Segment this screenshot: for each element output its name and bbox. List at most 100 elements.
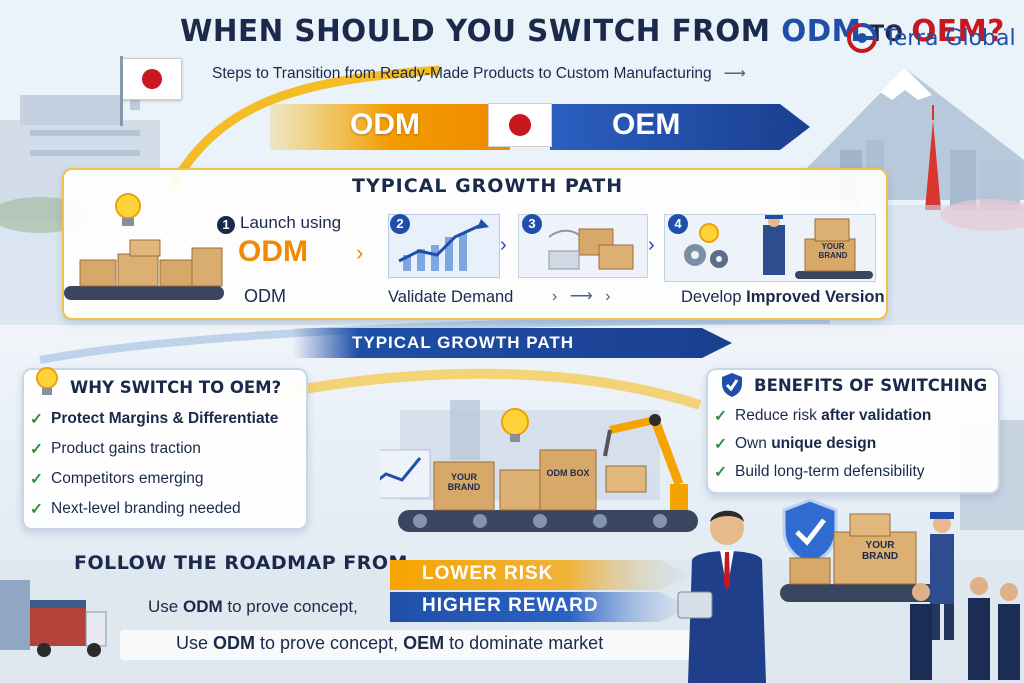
benefit-item: ✓ Build long-term defensibility: [714, 458, 996, 486]
page-subtitle: Steps to Transition from Ready-Made Prod…: [212, 64, 746, 83]
arrow-icon: ›: [648, 234, 655, 256]
why-switch-list: ✓ Protect Margins & Differentiate ✓ Prod…: [30, 404, 302, 524]
arrow-icon: ›: [356, 240, 364, 265]
arrow-icon: ⟶: [723, 65, 746, 82]
caption-arrows: › ⟶ ›: [552, 288, 615, 305]
caption-validate: Validate Demand: [388, 288, 514, 306]
step3-boxes: [548, 228, 634, 270]
step3-badge: 3: [522, 214, 542, 234]
bottom-mid: to prove concept,: [255, 633, 404, 653]
use-pre: Use: [148, 597, 183, 616]
higher-reward-arrow: [390, 592, 690, 622]
why-item-text: Protect Margins & Differentiate: [51, 410, 279, 427]
check-icon: ✓: [30, 440, 43, 458]
roadmap-use-text: Use ODM to prove concept,: [148, 597, 358, 617]
why-item-text: Product gains traction: [51, 440, 201, 457]
develop-pre: Develop: [681, 288, 747, 306]
step1-caption: ODM: [244, 286, 286, 306]
why-switch-card: [22, 368, 308, 530]
step4-panel: [664, 213, 876, 282]
step4-num: 4: [674, 216, 682, 231]
benefit-1-bold: after validation: [821, 407, 932, 424]
growth-arrow-banner-text: TYPICAL GROWTH PATH: [352, 333, 575, 352]
bottom-tagline: Use ODM to prove concept, OEM to dominat…: [176, 633, 603, 654]
banner-odm-label: ODM: [350, 108, 420, 141]
benefit-item: ✓ Own unique design: [714, 430, 996, 458]
title-oem: OEM?: [911, 14, 1005, 49]
right-box-label: YOUR BRAND: [861, 540, 899, 562]
step4-illustration: [684, 213, 873, 279]
benefits-list: ✓ Reduce risk after validation ✓ Own uni…: [714, 402, 996, 486]
step1-conveyor: [64, 239, 224, 300]
lower-risk-arrow: [390, 560, 690, 590]
title-main: WHEN SHOULD YOU SWITCH FROM: [180, 14, 782, 49]
step1-num: 1: [222, 217, 230, 232]
banner-oem-label: OEM: [612, 108, 681, 141]
step3-num: 3: [528, 216, 536, 231]
center-box-label-your-brand: YOUR BRAND: [447, 472, 481, 492]
banner-japan-flag: [488, 103, 552, 147]
check-icon: ✓: [714, 407, 727, 425]
benefit-3-text: Build long-term defensibility: [735, 463, 925, 480]
benefits-card: [706, 368, 1000, 494]
growth-path-heading: TYPICAL GROWTH PATH: [352, 175, 624, 197]
caption-develop: Develop Improved Version: [681, 288, 885, 307]
bottom-odm: ODM: [213, 633, 256, 653]
develop-bold: Improved Version: [746, 288, 885, 306]
higher-reward-label: HIGHER REWARD: [422, 595, 599, 616]
check-icon: ✓: [30, 410, 43, 428]
benefits-heading: BENEFITS OF SWITCHING: [754, 376, 988, 395]
logo-text: Terra Global: [884, 25, 1016, 51]
flag-pole: [120, 56, 123, 126]
check-icon: ✓: [714, 463, 727, 481]
step2-num: 2: [396, 216, 404, 231]
terra-global-logo: Terra Global: [846, 20, 1016, 56]
use-post: to prove concept,: [222, 597, 358, 616]
why-item: ✓ Product gains traction: [30, 434, 302, 464]
step1-odm: ODM: [238, 235, 308, 268]
why-item: ✓ Competitors emerging: [30, 464, 302, 494]
bottom-post: to dominate market: [444, 633, 604, 653]
businessman-figure: [677, 510, 766, 683]
why-item-text: Competitors emerging: [51, 470, 204, 487]
lightbulb-icon: [34, 366, 60, 403]
benefit-1-pre: Reduce risk: [735, 407, 822, 424]
truck-illustration: [0, 580, 107, 657]
why-item: ✓ Next-level branding needed: [30, 494, 302, 524]
chart-icon: [398, 219, 489, 271]
step2-badge: 2: [390, 214, 410, 234]
bottom-tagline-bar: [120, 630, 720, 660]
japan-flag-icon: [122, 58, 182, 100]
shield-icon: [720, 372, 744, 403]
step4-box-label: YOUR BRAND: [818, 242, 848, 260]
title-odm: ODM: [781, 14, 862, 49]
use-odm: ODM: [182, 597, 223, 616]
subtitle-text: Steps to Transition from Ready-Made Prod…: [212, 64, 712, 82]
step1-badge: 1: [217, 216, 235, 234]
check-icon: ✓: [30, 500, 43, 518]
why-switch-heading: WHY SWITCH TO OEM?: [70, 378, 282, 397]
lightbulb-icon: [110, 186, 146, 239]
benefit-2-pre: Own: [735, 435, 772, 452]
benefit-2-bold: unique design: [771, 435, 877, 452]
check-icon: ✓: [30, 470, 43, 488]
benefit-item: ✓ Reduce risk after validation: [714, 402, 996, 430]
globe-logo-icon: [847, 23, 878, 53]
odm-oem-banner-shape: [270, 104, 810, 150]
factory-conveyor-illustration: [380, 408, 698, 532]
step1-label: Launch using: [240, 213, 342, 232]
growth-arrow-banner: [292, 328, 732, 358]
bottom-oem: OEM: [403, 633, 445, 653]
why-item: ✓ Protect Margins & Differentiate: [30, 404, 302, 434]
bottom-pre: Use: [176, 633, 214, 653]
check-icon: ✓: [714, 435, 727, 453]
step4-badge: 4: [668, 214, 688, 234]
center-box-label-odm: ODM BOX: [546, 468, 590, 478]
right-bottom-illustration: [780, 498, 1020, 680]
lower-risk-label: LOWER RISK: [422, 563, 554, 584]
roadmap-heading: FOLLOW THE ROADMAP FROM: [74, 552, 408, 574]
page-title: WHEN SHOULD YOU SWITCH FROM ODM TO OEM?: [180, 14, 1004, 49]
arrow-icon: ›: [500, 234, 507, 256]
why-item-text: Next-level branding needed: [51, 500, 241, 517]
